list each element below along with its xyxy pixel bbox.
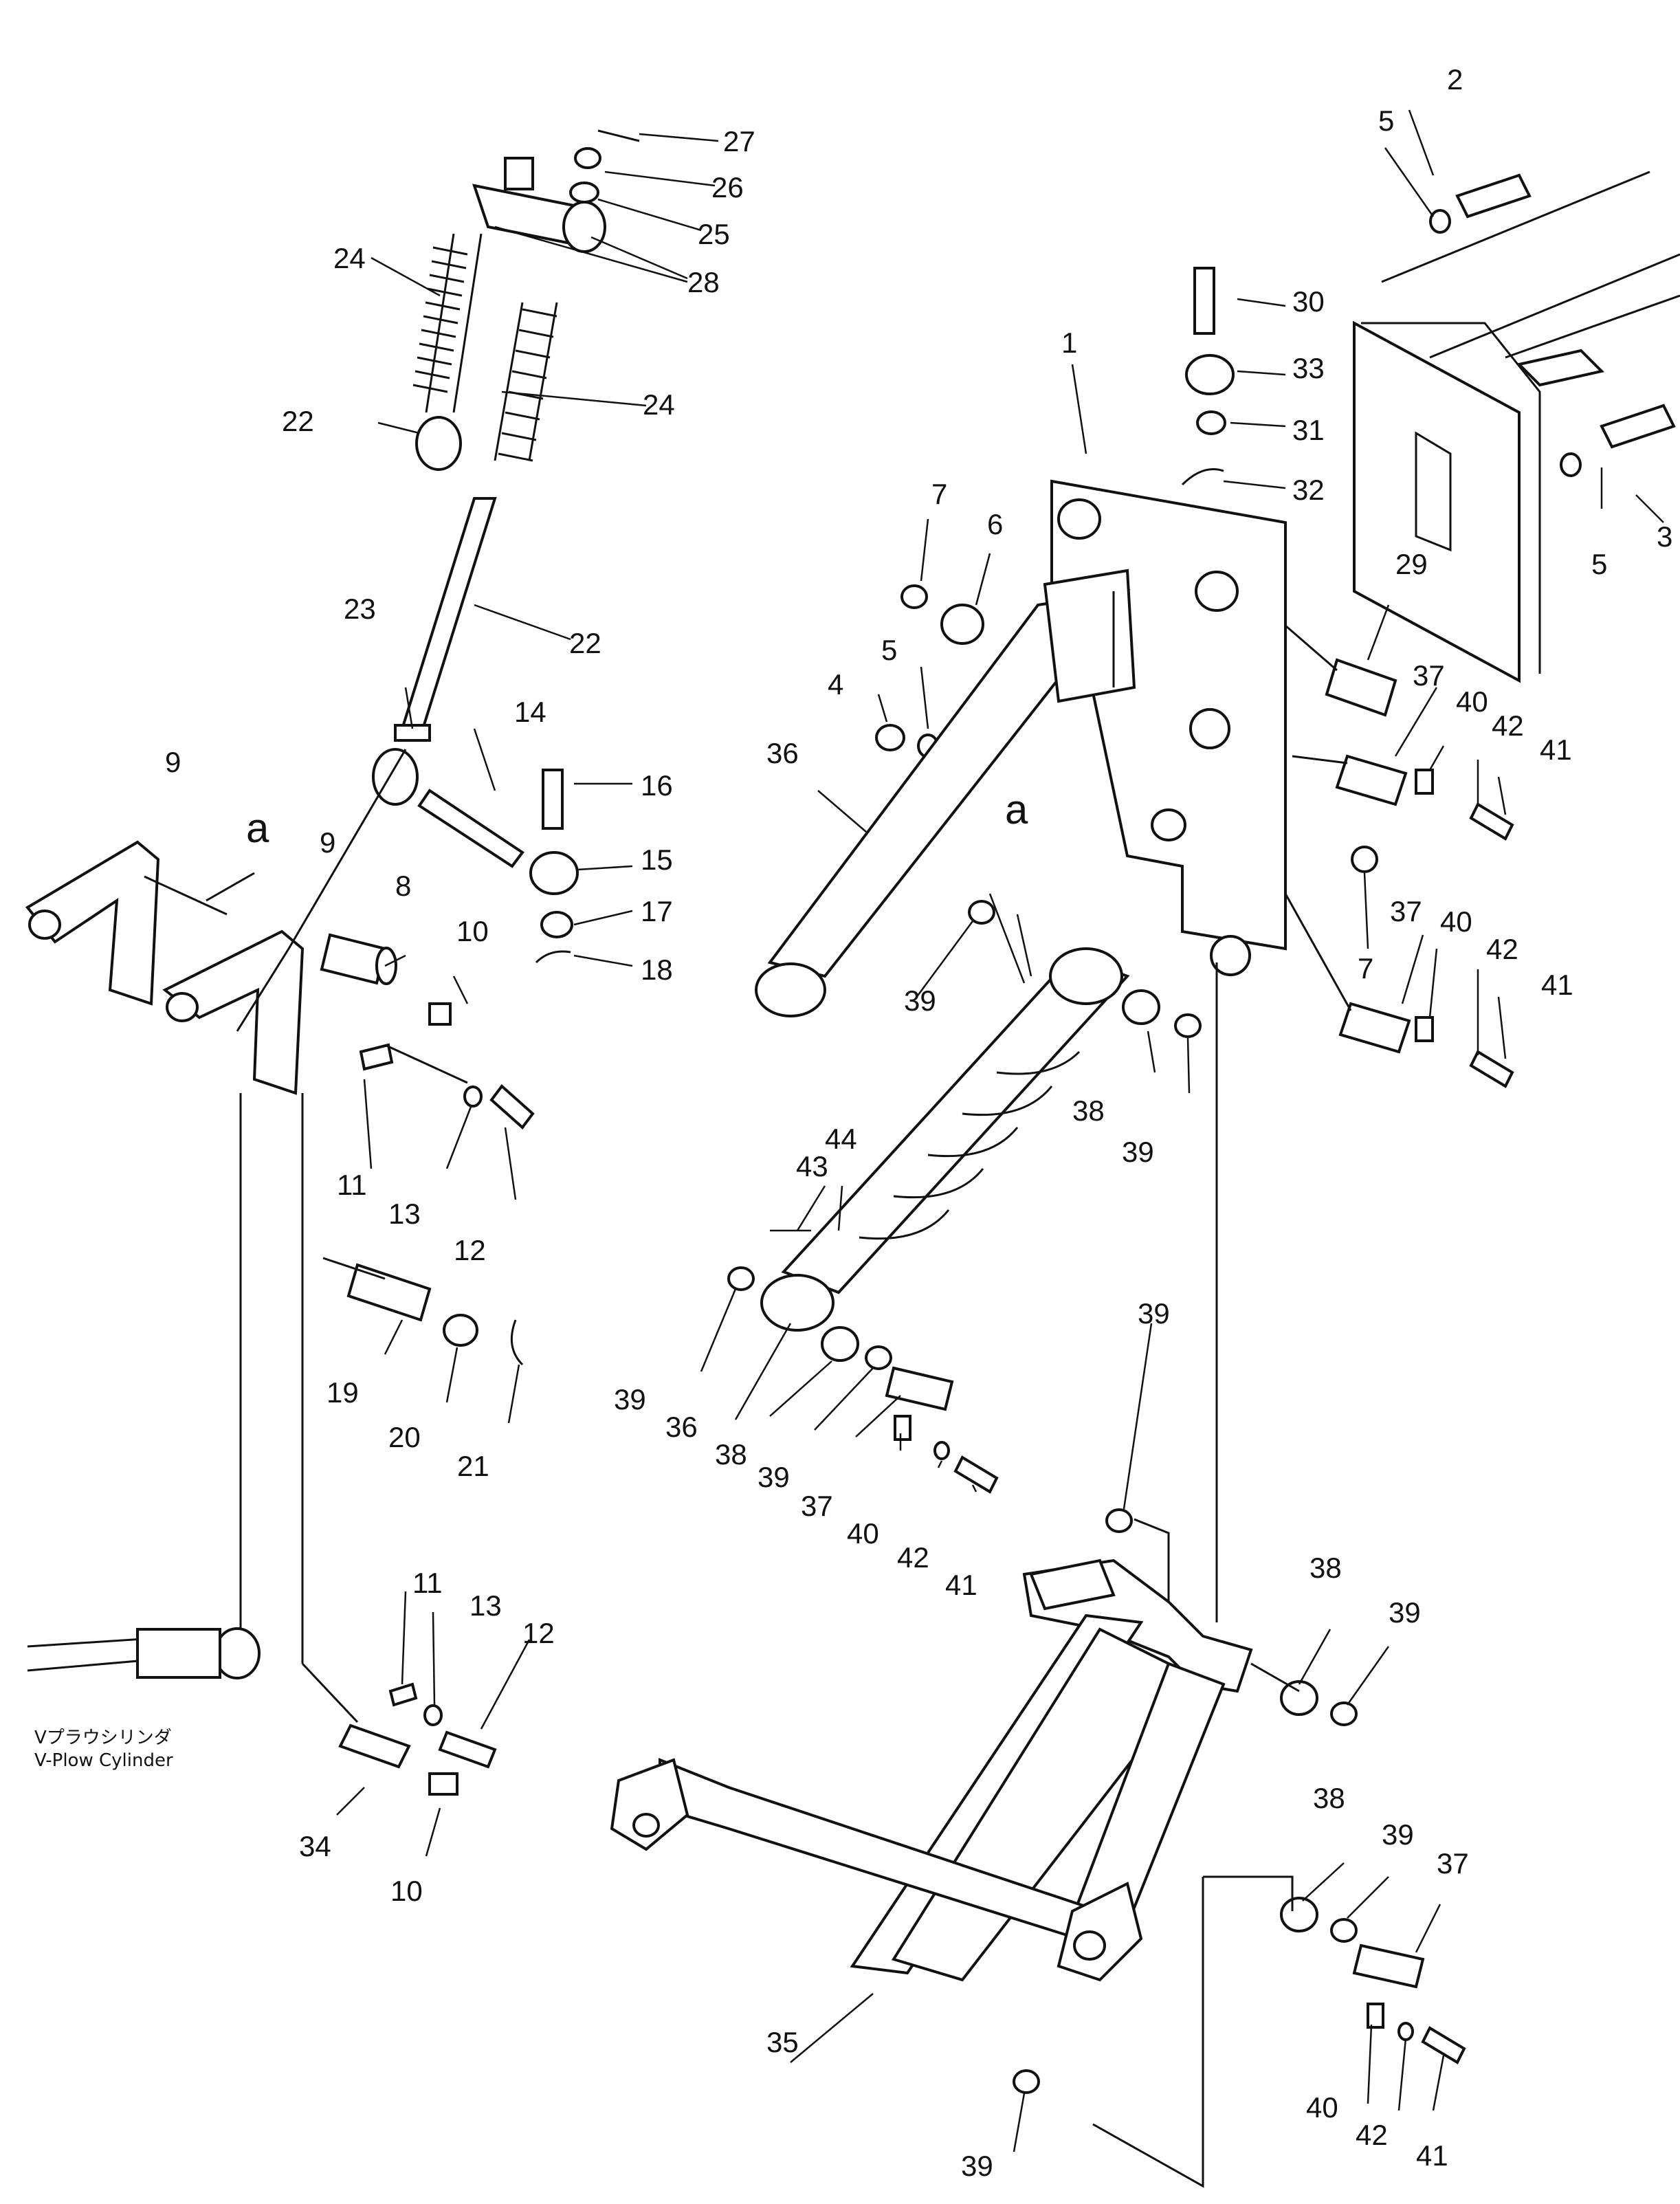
- part-callout-24: 24: [333, 242, 366, 274]
- part-callout-42: 42: [1356, 2119, 1388, 2151]
- part-callout-40: 40: [847, 1517, 879, 1550]
- part-callout-43: 43: [796, 1150, 828, 1182]
- part-callout-36: 36: [665, 1411, 698, 1443]
- part-callout-12: 12: [522, 1617, 555, 1649]
- part-callout-5: 5: [1378, 104, 1395, 137]
- part-callout-11: 11: [412, 1567, 443, 1599]
- part-callout-28: 28: [687, 266, 720, 298]
- part-callout-29: 29: [1395, 548, 1428, 580]
- part-callout-41: 41: [945, 1569, 977, 1601]
- part-callout-19: 19: [327, 1376, 359, 1409]
- part-callout-30: 30: [1292, 285, 1325, 318]
- part-callout-25: 25: [698, 218, 730, 250]
- part-callout-16: 16: [641, 769, 673, 802]
- part-callout-6: 6: [987, 508, 1004, 540]
- part-callout-33: 33: [1292, 352, 1325, 384]
- caption-english: V-Plow Cylinder: [34, 1750, 173, 1771]
- part-callout-5: 5: [1591, 548, 1608, 580]
- part-callout-38: 38: [1072, 1094, 1105, 1127]
- part-callout-4: 4: [828, 668, 844, 701]
- part-callout-27: 27: [723, 125, 755, 157]
- part-callout-20: 20: [388, 1421, 421, 1453]
- part-callout-39: 39: [758, 1461, 790, 1493]
- part-callout-37: 37: [1437, 1847, 1469, 1880]
- part-callout-42: 42: [897, 1541, 929, 1574]
- part-callout-10: 10: [390, 1875, 423, 1907]
- part-callout-37: 37: [801, 1490, 833, 1522]
- part-callout-1: 1: [1061, 327, 1078, 359]
- part-callout-2: 2: [1447, 63, 1463, 96]
- part-callout-3: 3: [1657, 520, 1673, 553]
- part-callout-10: 10: [456, 915, 489, 947]
- part-callout-39: 39: [614, 1383, 646, 1415]
- part-callout-39: 39: [1138, 1297, 1170, 1330]
- part-callout-44: 44: [825, 1123, 857, 1155]
- part-callout-11: 11: [337, 1169, 367, 1201]
- part-callout-37: 37: [1413, 659, 1445, 692]
- part-callout-13: 13: [469, 1589, 502, 1622]
- frame-drawing: [727, 170, 1680, 1622]
- part-callout-7: 7: [1358, 952, 1374, 984]
- part-callout-42: 42: [1492, 709, 1524, 742]
- part-callout-36: 36: [766, 737, 799, 769]
- part-callout-9: 9: [320, 826, 336, 859]
- part-callout-26: 26: [711, 171, 744, 203]
- part-callout-34: 34: [299, 1830, 331, 1862]
- part-callout-24: 24: [643, 388, 675, 421]
- part-callout-32: 32: [1292, 474, 1325, 506]
- part-callout-39: 39: [961, 2150, 993, 2182]
- a-frame-drawing: [610, 1508, 1466, 2188]
- part-callout-17: 17: [641, 895, 673, 927]
- part-callout-8: 8: [395, 870, 412, 902]
- part-callout-5: 5: [881, 634, 898, 666]
- bracket-plates-drawing: [25, 749, 535, 1796]
- part-callout-37: 37: [1390, 895, 1422, 927]
- part-callout-14: 14: [514, 696, 546, 728]
- part-callout-40: 40: [1456, 685, 1488, 718]
- part-callout-39: 39: [1382, 1818, 1414, 1851]
- part-callout-39: 39: [1122, 1136, 1154, 1168]
- part-callout-31: 31: [1292, 414, 1325, 446]
- part-callout-13: 13: [388, 1198, 421, 1230]
- view-marker-a-right: a: [1005, 786, 1028, 833]
- part-callout-22: 22: [282, 405, 314, 437]
- part-callout-39: 39: [1389, 1596, 1421, 1629]
- part-callout-7: 7: [931, 478, 948, 510]
- part-callout-38: 38: [1309, 1552, 1342, 1584]
- part-callout-23: 23: [344, 593, 376, 625]
- part-callout-18: 18: [641, 954, 673, 986]
- v-plow-cylinder-caption: Vプラウシリンダ V-Plow Cylinder: [34, 1727, 173, 1772]
- part-callout-38: 38: [715, 1438, 747, 1470]
- spring-assembly-drawing: [372, 129, 640, 964]
- part-callout-41: 41: [1541, 969, 1573, 1001]
- caption-japanese: Vプラウシリンダ: [34, 1728, 172, 1748]
- part-callout-21: 21: [457, 1450, 489, 1482]
- part-callout-42: 42: [1486, 933, 1518, 965]
- part-callout-39: 39: [904, 984, 936, 1017]
- part-callout-35: 35: [766, 2026, 799, 2058]
- leader-lines: [336, 109, 1664, 2152]
- part-callout-38: 38: [1313, 1782, 1345, 1814]
- part-callout-22: 22: [569, 627, 601, 659]
- part-callout-40: 40: [1440, 905, 1472, 938]
- part-callout-41: 41: [1540, 734, 1572, 766]
- part-callout-40: 40: [1306, 2091, 1338, 2124]
- part-callout-9: 9: [165, 746, 181, 778]
- part-callout-41: 41: [1416, 2139, 1448, 2172]
- v-plow-cylinder-drawing: [27, 1093, 261, 1679]
- view-marker-a-left: a: [246, 805, 269, 851]
- part-callout-12: 12: [454, 1234, 486, 1266]
- part-callout-15: 15: [641, 844, 673, 876]
